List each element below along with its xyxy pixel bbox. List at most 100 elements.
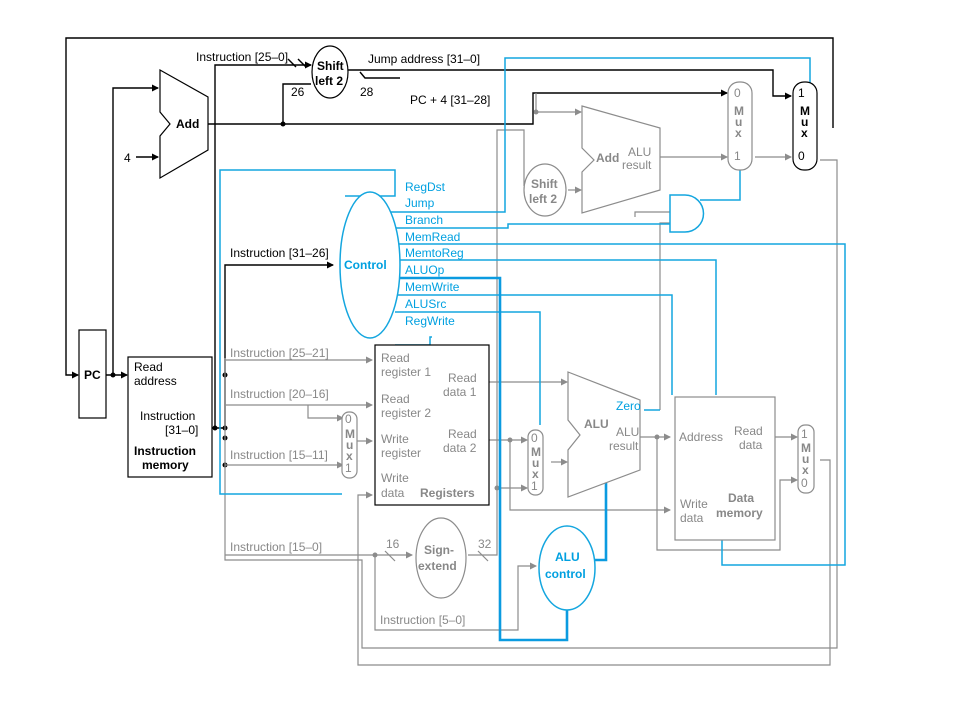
alusrc-mux-x: x [532,467,539,481]
regdst-mux-0: 0 [345,412,352,426]
alu-label: ALU [584,417,609,431]
alu-control-label-1: ALU [555,550,580,564]
jump-mux-1: 1 [798,86,805,100]
read-data-2b: data 2 [443,441,477,455]
memwrite-label: MemWrite [405,280,460,294]
sign-extend [415,517,467,599]
data-memory-label-2: memory [716,506,763,520]
branch-adder-result: result [622,158,652,172]
regwrite-label: RegWrite [405,314,455,328]
alusrc-label: ALUSrc [405,297,446,311]
constant-four: 4 [124,151,131,165]
instruction-memory [127,356,213,478]
registers-label: Registers [420,486,475,500]
regdst-mux-m: M [345,427,355,441]
jump-shift-left-2 [311,45,349,99]
pc-plus-4-label: PC + 4 [31–28] [410,93,490,107]
dm-write-data-b: data [680,511,704,525]
data-memory-label-1: Data [728,491,754,505]
instruction-out-label-1: Instruction [140,409,195,423]
branch-mux-u: u [735,115,742,129]
control-unit [339,191,401,339]
memtoreg-mux [797,424,815,494]
read-reg-2a: Read [381,392,410,406]
aluop-label: ALUOp [405,263,445,277]
jump-mux [792,81,818,171]
branch-mux-0: 0 [734,86,741,100]
alusrc-mux-m: M [531,445,541,459]
regdst-mux-1: 1 [345,461,352,475]
alusrc-mux-1: 1 [531,479,538,493]
register-file [374,344,490,506]
instr-31-26-label: Instruction [31–26] [230,246,329,260]
read-data-label-a: Read [734,424,763,438]
gray-wires [224,93,838,666]
regdst-mux [341,411,358,479]
alusrc-mux [527,429,544,496]
instruction-memory-label-2: memory [142,458,189,472]
bits-28-label: 28 [360,85,374,99]
extend-label: extend [418,559,457,573]
read-address-label-2: address [134,374,177,388]
read-data-2a: Read [448,427,477,441]
write-reg-b: register [381,446,421,460]
memtoreg-mux-0: 0 [801,476,808,490]
jump-mux-u: u [801,115,808,129]
bits-26-label: 26 [291,85,305,99]
data-memory [674,396,776,541]
memtoreg-mux-u: u [802,452,809,466]
address-label: Address [679,430,723,444]
jump-address-label: Jump address [31–0] [368,52,480,66]
instr-15-11-label: Instruction [15–11] [230,448,328,462]
alu-result-label-2: result [609,439,639,453]
instruction-memory-label-1: Instruction [134,444,196,458]
read-data-1b: data 1 [443,385,477,399]
branch-mux-x: x [735,126,742,140]
regdst-mux-x: x [346,449,353,463]
control-wires [219,57,846,642]
alusrc-mux-0: 0 [531,431,538,445]
read-data-1a: Read [448,371,477,385]
branch-mux-m: M [734,104,744,118]
regdst-mux-u: u [346,438,353,452]
adder-label: Add [176,117,199,131]
alusrc-mux-u: u [532,456,539,470]
regdst-label: RegDst [405,180,446,194]
instr-15-0-label: Instruction [15–0] [230,540,322,554]
pc-adder [159,68,209,180]
memtoreg-label: MemtoReg [405,246,464,260]
alu-control [538,525,596,611]
jump-label: Jump [405,196,435,210]
shift-label-1: Shift [317,59,344,73]
read-reg-2b: register 2 [381,406,431,420]
memtoreg-mux-x: x [802,463,809,477]
instr-25-21-label: Instruction [25–21] [230,346,329,360]
instr-20-16-label: Instruction [20–16] [230,387,329,401]
memread-label: MemRead [405,230,460,244]
control-signal-labels: RegDst Jump Branch MemRead MemtoReg ALUO… [405,180,464,328]
main-alu [567,371,641,498]
alu-result-label-1: ALU [616,425,639,439]
bits-16-label: 16 [386,537,400,551]
branch-mux [727,81,753,171]
read-reg-1b: register 1 [381,365,431,379]
branch-shift-label-2: left 2 [529,192,557,206]
pc-register [78,329,107,419]
jump-mux-m: M [800,104,810,118]
write-data-b: data [381,486,405,500]
write-reg-a: Write [381,432,409,446]
instruction-out-label-2: [31–0] [165,423,198,437]
dm-write-data-a: Write [680,497,708,511]
jump-mux-0: 0 [798,149,805,163]
read-data-label-b: data [739,438,763,452]
bits-32-label: 32 [478,537,492,551]
branch-adder-label: Add [596,151,619,165]
alu-control-label-2: control [545,567,586,581]
memtoreg-mux-1: 1 [801,427,808,441]
branch-adder-alu: ALU [628,145,651,159]
branch-shift-left-2 [523,163,567,217]
sign-label: Sign- [424,543,454,557]
pc-label: PC [84,368,101,382]
branch-adder [581,105,661,214]
branch-and-gate [669,194,705,233]
